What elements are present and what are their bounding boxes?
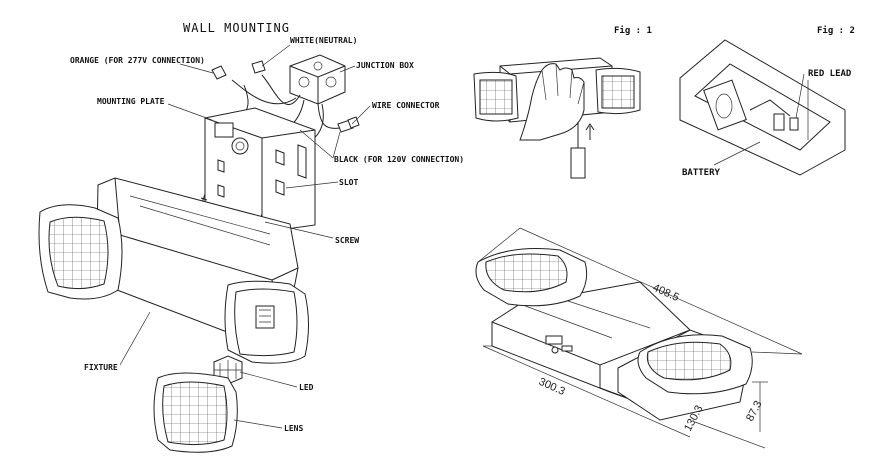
mounting-plate-drawing	[204, 107, 316, 233]
label-battery: BATTERY	[682, 168, 721, 178]
label-screw: SCREW	[335, 236, 359, 245]
label-junction-box: JUNCTION BOX	[356, 61, 414, 70]
label-mounting-plate: MOUNTING PLATE	[97, 97, 165, 106]
junction-box-drawing	[289, 54, 346, 105]
isometric-fixture-drawing	[475, 248, 753, 421]
dimension-height: 87.3	[744, 399, 765, 424]
label-black-120v: BLACK (FOR 120V CONNECTION)	[334, 155, 464, 164]
lens-drawing	[153, 372, 238, 453]
fig1-drawing	[473, 57, 641, 179]
label-slot: SLOT	[339, 178, 358, 187]
fig1-label: Fig : 1	[614, 25, 652, 36]
label-wire-connector: WIRE CONNECTOR	[372, 101, 440, 110]
label-orange-277v: ORANGE (FOR 277V CONNECTION)	[70, 56, 205, 65]
fig2-label: Fig : 2	[817, 25, 855, 36]
leader-battery	[713, 141, 761, 166]
label-led: LED	[299, 383, 314, 392]
leader-lines	[119, 44, 371, 429]
fixture-drawing	[38, 177, 309, 364]
dimension-width: 300.3	[537, 376, 567, 398]
label-red-lead: RED LEAD	[808, 69, 852, 79]
label-lens: LENS	[284, 424, 303, 433]
label-fixture: FIXTURE	[84, 363, 118, 372]
dimension-lines	[477, 227, 803, 449]
title-wall-mounting: WALL MOUNTING	[183, 21, 290, 35]
label-white-neutral: WHITE(NEUTRAL)	[290, 36, 357, 45]
leader-red-lead	[795, 73, 805, 119]
wires-drawing	[211, 60, 360, 147]
fig2-drawing	[679, 39, 846, 176]
